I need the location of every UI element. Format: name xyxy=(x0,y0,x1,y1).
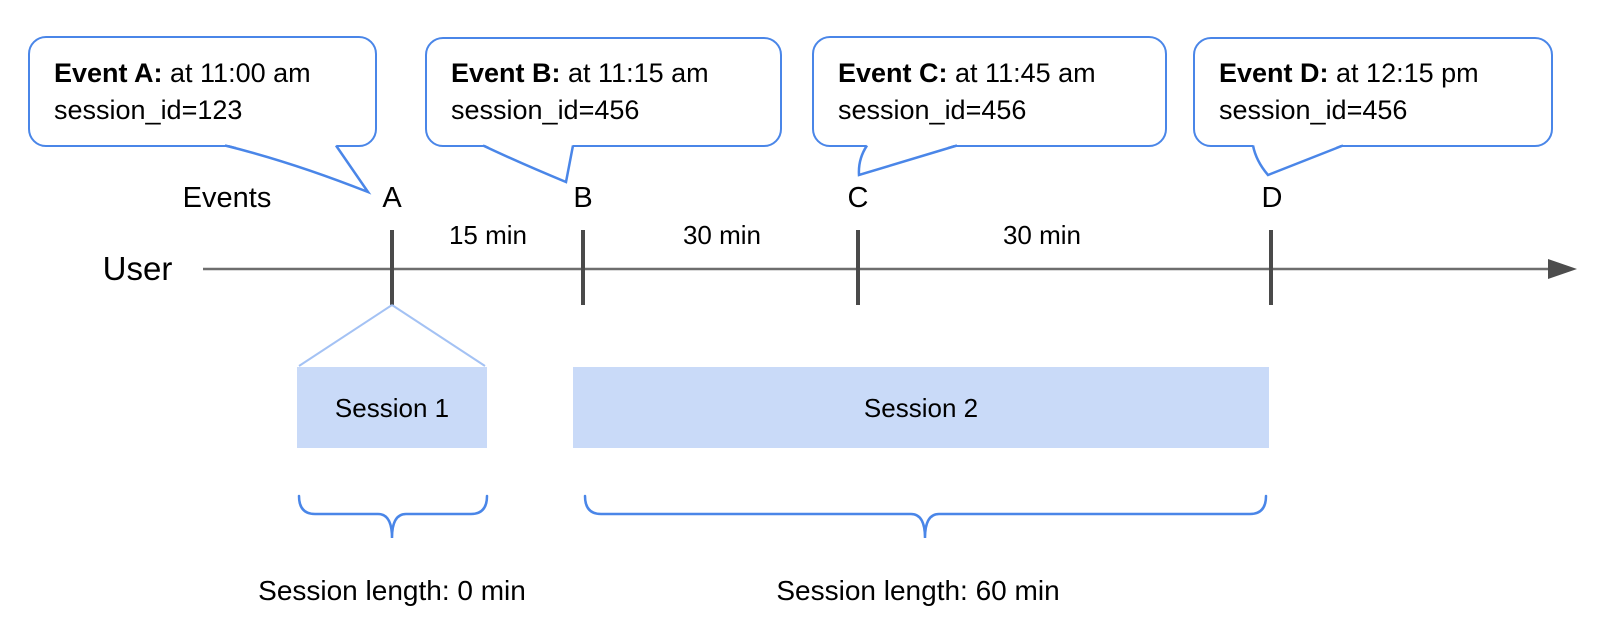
callout-title: Event B: xyxy=(451,58,561,88)
callout-tail-b xyxy=(482,144,575,184)
event-letter-b: B xyxy=(573,182,593,214)
callout-title: Event D: xyxy=(1219,58,1329,88)
session-1-box: Session 1 xyxy=(297,367,487,448)
callout-title: Event C: xyxy=(838,57,948,88)
event-c-callout: Event C: at 11:45 am session_id=456 xyxy=(812,36,1167,147)
event-letter-c: C xyxy=(847,182,869,214)
callout-session-id: session_id=456 xyxy=(1219,95,1408,125)
events-row-label: Events xyxy=(182,182,272,214)
interval-label-a-b: 15 min xyxy=(448,220,528,250)
callout-session-id: session_id=123 xyxy=(54,94,243,125)
event-a-callout: Event A: at 11:00 am session_id=123 xyxy=(28,36,377,147)
user-row-label: User xyxy=(102,250,173,287)
session-2-label: Session 2 xyxy=(863,392,979,423)
event-d-callout: Event D: at 12:15 pm session_id=456 xyxy=(1193,37,1553,147)
callout-session-id: session_id=456 xyxy=(451,95,640,125)
session-1-fan-lines xyxy=(298,304,486,367)
user-timeline-arrow xyxy=(203,259,1577,279)
session-2-box: Session 2 xyxy=(573,367,1269,448)
callout-time: at 11:00 am xyxy=(162,57,311,88)
session-1-length-label: Session length: 0 min xyxy=(258,575,526,606)
session-2-length-label: Session length: 60 min xyxy=(776,575,1060,606)
event-letter-a: A xyxy=(382,182,402,214)
interval-label-b-c: 30 min xyxy=(682,220,762,250)
callout-time: at 11:45 am xyxy=(947,57,1096,88)
callout-line-1: Event A: at 11:00 am xyxy=(54,55,365,92)
session-1-brace xyxy=(297,494,489,539)
event-letter-d: D xyxy=(1261,182,1283,214)
callout-time: at 12:15 pm xyxy=(1328,58,1479,88)
event-b-callout: Event B: at 11:15 am session_id=456 xyxy=(425,37,782,147)
session-1-label: Session 1 xyxy=(334,392,450,423)
interval-label-c-d: 30 min xyxy=(1002,220,1082,250)
callout-tail-c xyxy=(857,144,958,177)
callout-line-1: Event C: at 11:45 am xyxy=(838,55,1155,92)
callout-title: Event A: xyxy=(54,57,163,88)
callout-time: at 11:15 am xyxy=(560,58,709,88)
session-2-brace xyxy=(583,494,1268,539)
callout-session-id: session_id=456 xyxy=(838,94,1027,125)
callout-tail-d xyxy=(1251,144,1344,177)
callout-line-1: Event B: at 11:15 am xyxy=(451,55,770,92)
callout-line-1: Event D: at 12:15 pm xyxy=(1219,55,1541,92)
